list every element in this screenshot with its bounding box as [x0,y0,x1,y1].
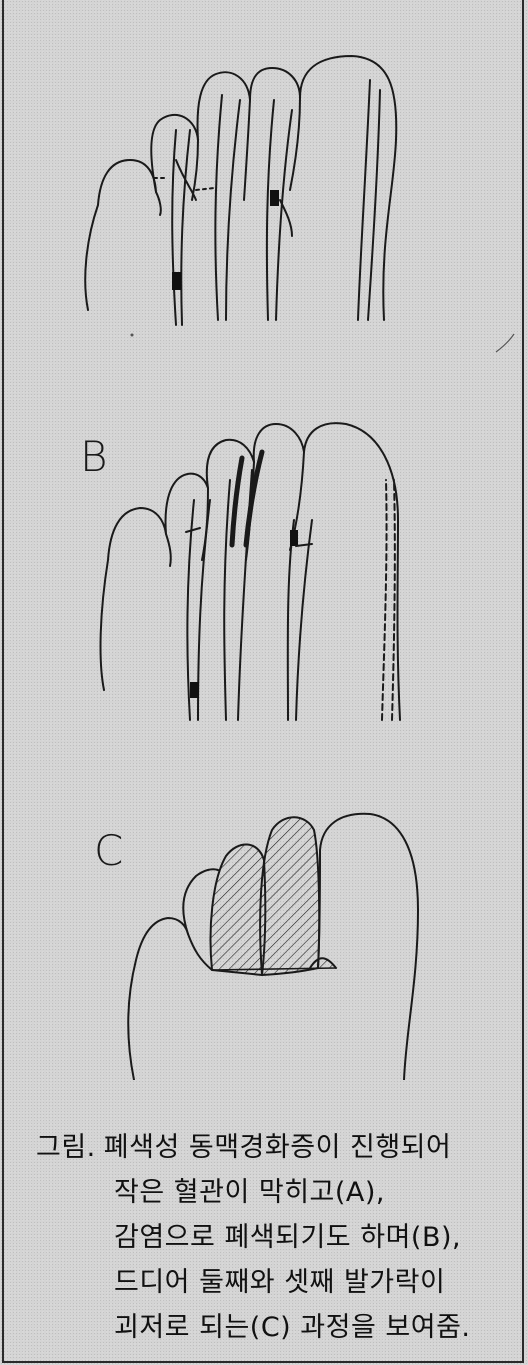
foot-b-drawing [101,423,400,720]
stray-mark [496,334,514,352]
caption-line-1-text: 폐색성 동맥경화증이 진행되어 [104,1132,452,1163]
foot-illustrations [0,0,528,1080]
caption-line-3: 감염으로 폐색되기도 하며(B), [36,1215,506,1260]
caption-line-5: 괴저로 되는(C) 과정을 보여줌. [36,1305,506,1350]
figure-caption: 그림. 폐색성 동맥경화증이 진행되어 작은 혈관이 막히고(A), 감염으로 폐… [36,1125,506,1350]
panel-label-b: B [80,436,108,478]
foot-a-drawing [85,56,396,325]
foot-c-drawing [128,814,418,1080]
panel-label-c: C [94,830,123,872]
stray-dot [131,334,134,337]
caption-prefix: 그림. [36,1132,96,1163]
caption-line-1: 그림. 폐색성 동맥경화증이 진행되어 [36,1125,506,1170]
caption-line-4: 드디어 둘째와 셋째 발가락이 [36,1260,506,1305]
caption-line-2: 작은 혈관이 막히고(A), [36,1170,506,1215]
